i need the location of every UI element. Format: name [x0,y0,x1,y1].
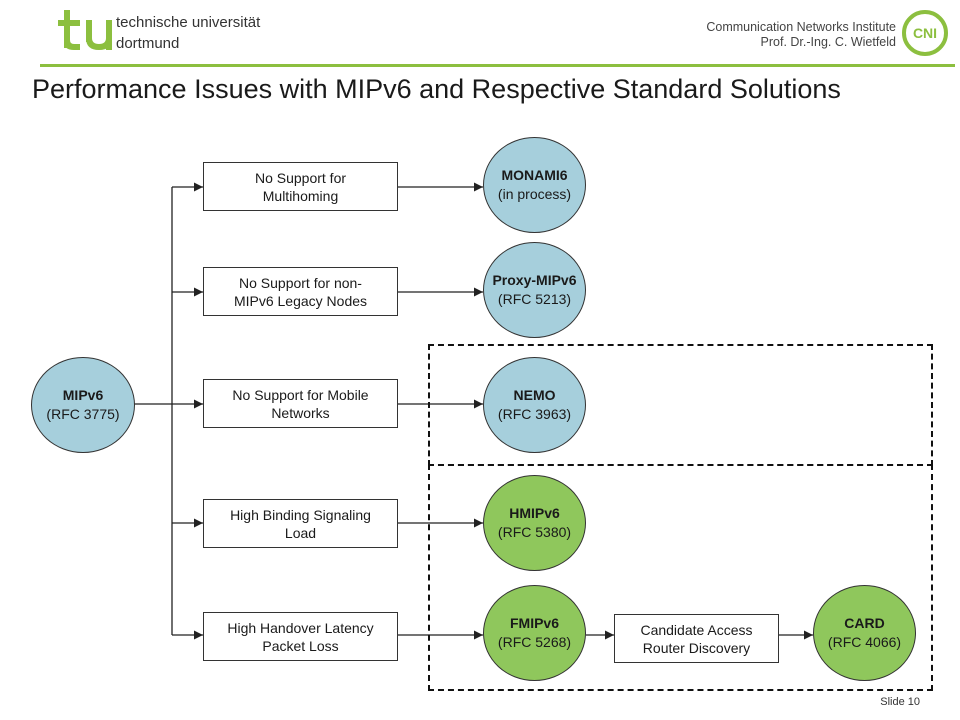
slide-number: Slide 10 [880,696,920,708]
solution-node-nemo: NEMO (RFC 3963) [483,357,586,453]
cni-logo: CNI [902,10,948,56]
solution-node-hmipv6: HMIPv6 (RFC 5380) [483,475,586,571]
issue-box-handover-latency: High Handover Latency Packet Loss [203,612,398,661]
tu-logo [58,10,112,50]
monami6-name: MONAMI6 [501,167,568,183]
fmipv6-rfc: (RFC 5268) [497,634,572,650]
professor-name: Prof. Dr.-Ing. C. Wietfeld [760,35,896,49]
proxy-mipv6-name: Proxy-MIPv6 [492,272,577,288]
institute-name: Communication Networks Institute [706,20,896,34]
issue-text-2: No Support for non- MIPv6 Legacy Nodes [233,274,368,309]
issue-box-binding-signaling: High Binding Signaling Load [203,499,398,548]
hmipv6-name: HMIPv6 [509,505,560,521]
fmipv6-name: FMIPv6 [509,615,559,631]
monami6-status: (in process) [497,186,572,202]
issue-box-legacy-nodes: No Support for non- MIPv6 Legacy Nodes [203,267,398,316]
university-line-1: technische universität [116,14,261,31]
slide-title: Performance Issues with MIPv6 and Respec… [32,74,841,104]
issue-box-mobile-networks: No Support for Mobile Networks [203,379,398,428]
hmipv6-rfc: (RFC 5380) [497,524,572,540]
proxy-mipv6-rfc: (RFC 5213) [497,291,572,307]
nemo-name: NEMO [513,387,556,403]
header-divider [40,64,955,67]
solution-node-monami6: MONAMI6 (in process) [483,137,586,233]
mipv6-name: MIPv6 [62,387,104,403]
card-rfc: (RFC 4066) [827,634,902,650]
solution-node-proxy-mipv6: Proxy-MIPv6 (RFC 5213) [483,242,586,338]
cni-logo-text: CNI [913,25,937,41]
nemo-rfc: (RFC 3963) [497,406,572,422]
issue-text-4: High Binding Signaling Load [230,506,371,541]
mipv6-rfc: (RFC 3775) [46,406,120,422]
issue-text-5: High Handover Latency Packet Loss [227,619,374,654]
card-step-text: Candidate Access Router Discovery [640,621,753,656]
mipv6-root-node: MIPv6 (RFC 3775) [31,357,135,453]
card-step-box: Candidate Access Router Discovery [614,614,779,663]
issue-text-1: No Support for Multihoming [254,169,347,204]
card-name: CARD [844,615,885,631]
university-name: technische universität dortmund [116,12,260,54]
university-line-2: dortmund [116,35,180,52]
solution-node-card: CARD (RFC 4066) [813,585,916,681]
issue-text-3: No Support for Mobile Networks [232,386,369,421]
handover-dashed-group [428,464,933,691]
issue-box-multihoming: No Support for Multihoming [203,162,398,211]
solution-node-fmipv6: FMIPv6 (RFC 5268) [483,585,586,681]
institute-info: Communication Networks Institute Prof. D… [706,20,896,50]
